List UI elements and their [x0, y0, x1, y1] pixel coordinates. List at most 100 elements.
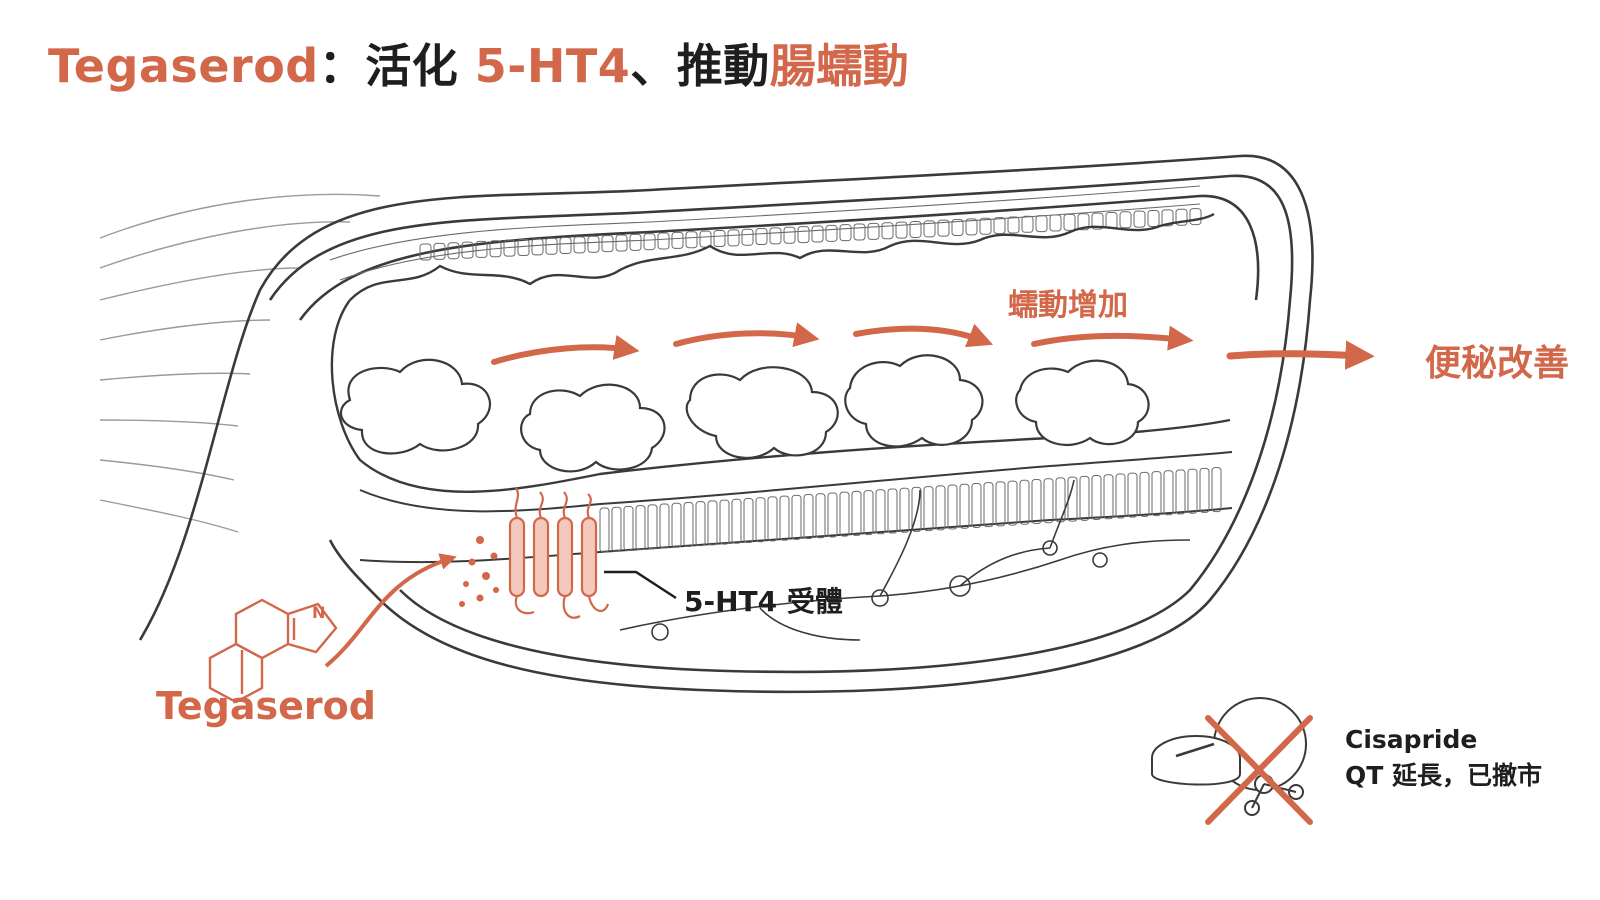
- mucosa-cell: [909, 220, 922, 238]
- mucosa-cell: [489, 240, 502, 258]
- mucosa-cell: [767, 496, 778, 542]
- mucosa-cell: [1055, 477, 1066, 523]
- mucosa-cell: [647, 504, 658, 550]
- mucosa-cell: [731, 498, 742, 544]
- mucosa-cell: [719, 499, 730, 545]
- mucosa-cell: [827, 492, 838, 538]
- mucosa-cell: [707, 500, 718, 546]
- mucosa-cell: [683, 501, 694, 547]
- mucosa-cell: [899, 487, 910, 533]
- mucosa-cell: [839, 224, 852, 242]
- mucosa-cell: [671, 231, 684, 249]
- mucosa-cell: [601, 235, 614, 253]
- mucosa-cell: [699, 230, 712, 248]
- mucosa-cell: [587, 235, 600, 253]
- mucosa-cell: [995, 481, 1006, 527]
- mucosa-cell: [1115, 473, 1126, 519]
- mucosa-cell: [1139, 471, 1150, 517]
- mucosa-cell: [657, 232, 670, 250]
- mucosa-cell: [643, 233, 656, 251]
- mucosa-cell: [545, 237, 558, 255]
- mucosa-cell: [881, 222, 894, 240]
- title-drug: Tegaserod: [48, 39, 319, 93]
- lumen-border-top: [349, 212, 1215, 301]
- mucosa-cell: [1133, 210, 1146, 228]
- drug-particles: [459, 536, 499, 607]
- mucosa-cell: [965, 218, 978, 236]
- mucosa-cell: [685, 231, 698, 249]
- mucosa-cells: [419, 208, 1202, 261]
- mucosa-cell: [635, 505, 646, 551]
- mucosa-cell: [993, 217, 1006, 235]
- mucosa-cell: [825, 224, 838, 242]
- mucosa-cell: [615, 234, 628, 252]
- stool-icon: [339, 354, 1150, 473]
- tissue-lines: [99, 193, 381, 533]
- mucosa-cell: [1031, 478, 1042, 524]
- mucosa-cell: [531, 238, 544, 256]
- mucosa-cell: [937, 219, 950, 237]
- mucosa-cell: [1079, 475, 1090, 521]
- mucosa-cell: [979, 217, 992, 235]
- mucosa-cell: [875, 489, 886, 535]
- mucosa-cell: [1049, 214, 1062, 232]
- mucosa-cell: [517, 238, 530, 256]
- mucosa-cell: [461, 241, 474, 259]
- mucosa-cell: [797, 226, 810, 244]
- molecule-icon: [208, 598, 338, 704]
- mucosa-cell: [1077, 213, 1090, 231]
- mucosa-cell: [659, 503, 670, 549]
- mucosa-cell: [895, 221, 908, 239]
- mucosa-cell: [1119, 211, 1132, 229]
- mucosa-cell: [935, 485, 946, 531]
- mucosa-cell: [863, 490, 874, 536]
- mucosa-cell: [959, 483, 970, 529]
- mucosa-cell: [611, 506, 622, 552]
- mucosa-cell: [419, 243, 432, 261]
- mucosa-cell: [1189, 208, 1202, 226]
- mucosa-cell: [769, 227, 782, 245]
- mucosa-cell: [951, 219, 964, 237]
- mucosa-cell: [803, 494, 814, 540]
- mucosa-cell: [1147, 210, 1160, 228]
- mucosa-cell: [1161, 209, 1174, 227]
- mucosa-cell: [1211, 467, 1222, 513]
- mucosa-cells: [599, 467, 1222, 553]
- mucosa-cell: [1127, 472, 1138, 518]
- mucosa-cell: [741, 228, 754, 246]
- withdrawn-drug-name: Cisapride: [1345, 725, 1478, 754]
- mucosa-cell: [1091, 212, 1104, 230]
- mucosa-cell: [743, 497, 754, 543]
- mucosa-cell: [433, 242, 446, 260]
- drug-label: Tegaserod: [156, 684, 376, 728]
- mucosa-cell: [811, 225, 824, 243]
- mucosa-cell: [755, 228, 768, 246]
- mucosa-cell: [671, 502, 682, 548]
- mucosa-cell: [851, 490, 862, 536]
- peristalsis-label: 蠕動增加: [1008, 288, 1128, 323]
- drug-delivery-arrow-icon: [324, 553, 457, 668]
- pill-icon: [1151, 697, 1307, 816]
- page-title: Tegaserod：活化 5-HT4、推動腸蠕動: [48, 30, 909, 96]
- mucosa-cell: [1035, 215, 1048, 233]
- title-motility: 腸蠕動: [769, 39, 910, 93]
- mucosa-cell: [783, 226, 796, 244]
- mucosa-cell: [923, 486, 934, 532]
- result-label: 便秘改善: [1425, 343, 1570, 384]
- mucosa-cell: [755, 497, 766, 543]
- mucosa-cell: [1163, 470, 1174, 516]
- mucosa-cell: [971, 482, 982, 528]
- mucosa-cell: [911, 486, 922, 532]
- receptor-label: 5-HT4 受體: [684, 585, 843, 618]
- mucosa-cell: [1187, 468, 1198, 514]
- mucosa-cell: [623, 505, 634, 551]
- mucosa-cell: [1007, 480, 1018, 526]
- cross-mark-icon: [1205, 715, 1313, 825]
- mucosa-cell: [629, 233, 642, 251]
- mucosa-cell: [853, 223, 866, 241]
- mucosa-cell: [447, 242, 460, 260]
- mucosa-cell: [695, 501, 706, 547]
- mucosa-cell: [983, 482, 994, 528]
- mucosa-cell: [887, 488, 898, 534]
- mucosa-cell: [867, 222, 880, 240]
